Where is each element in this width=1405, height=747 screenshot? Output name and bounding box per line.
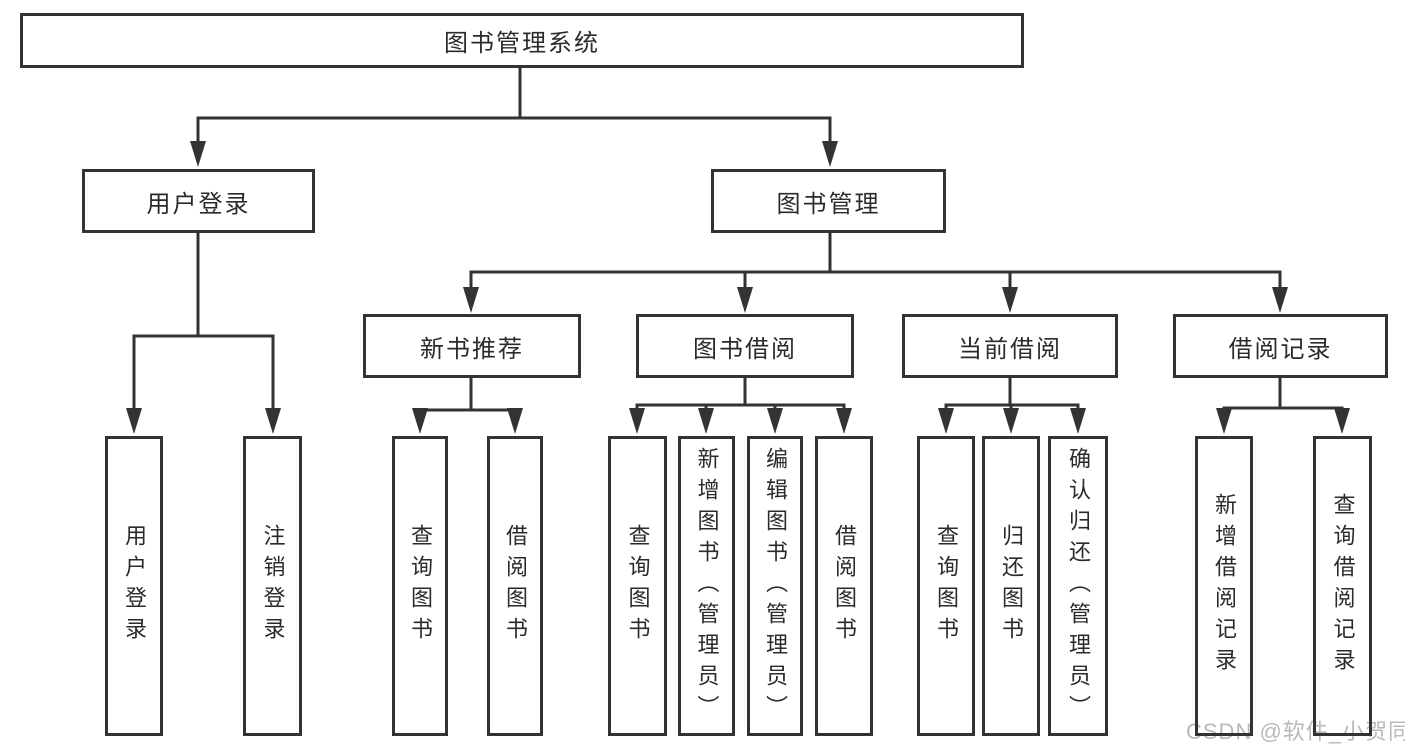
leaf-query-books-borrow: 查询图书 [608,436,667,736]
leaf-edit-books-label: 编辑图书（管理员） [763,446,788,726]
edge-current-borrow-to-leaves [938,375,1086,434]
node-root-label: 图书管理系统 [444,30,600,57]
arrowhead [463,287,479,313]
leaf-edit-books: 编辑图书（管理员） [747,436,803,736]
watermark: CSDN @软件_小贺同学 [1186,719,1405,744]
node-current-borrow-label: 当前借阅 [958,335,1062,363]
leaf-query-books-rec-label: 查询图书 [408,524,433,648]
edge-root-to-level2 [190,66,838,167]
leaf-user-login-label: 用户登录 [122,524,147,648]
leaf-query-borrow-record-label: 查询借阅记录 [1330,493,1356,679]
node-borrow-records-label: 借阅记录 [1228,335,1333,363]
leaf-return-books: 归还图书 [982,436,1040,736]
leaf-query-books-current: 查询图书 [917,436,975,736]
leaf-confirm-return-label: 确认归还（管理员） [1066,446,1091,726]
leaf-borrow-books-rec: 借阅图书 [487,436,543,736]
node-borrow-records: 借阅记录 [1173,314,1388,378]
node-new-book-rec: 新书推荐 [363,314,581,378]
node-user-login: 用户登录 [82,169,315,233]
arrowhead [265,408,281,434]
edge-book-borrow-to-leaves [629,375,852,434]
leaf-logout-label: 注销登录 [260,524,286,648]
node-book-mgmt: 图书管理 [711,169,946,233]
node-book-borrow: 图书借阅 [636,314,854,378]
arrowhead [507,408,523,434]
leaf-query-books-current-label: 查询图书 [934,524,959,648]
node-user-login-label: 用户登录 [146,190,251,218]
node-root: 图书管理系统 [20,13,1024,68]
leaf-add-books-label: 新增图书（管理员） [694,446,720,726]
node-book-borrow-label: 图书借阅 [693,335,797,363]
leaf-logout: 注销登录 [243,436,302,736]
arrowhead [1216,408,1232,434]
edge-user-login-to-leaves [126,231,281,434]
arrowhead [698,408,714,434]
arrowhead [938,408,954,434]
arrowhead [822,141,838,167]
leaf-query-books-borrow-label: 查询图书 [625,524,651,648]
edge-new-book-rec-to-leaves [412,375,523,434]
leaf-borrow-books-borrow-label: 借阅图书 [832,524,857,648]
arrowhead [190,141,206,167]
arrowhead [767,408,783,434]
leaf-add-borrow-record: 新增借阅记录 [1195,436,1253,736]
leaf-borrow-books-rec-label: 借阅图书 [503,524,528,648]
edge-book-mgmt-to-level3 [463,231,1288,313]
node-book-mgmt-label: 图书管理 [776,190,881,218]
arrowhead [412,408,428,434]
leaf-borrow-books-borrow: 借阅图书 [815,436,873,736]
leaf-query-borrow-record: 查询借阅记录 [1313,436,1372,736]
arrowhead [1003,408,1019,434]
edge-borrow-records-to-leaves [1216,375,1350,434]
arrowhead [1334,408,1350,434]
leaf-return-books-label: 归还图书 [999,524,1024,648]
arrowhead [1002,287,1018,313]
arrowhead [1272,287,1288,313]
node-current-borrow: 当前借阅 [902,314,1118,378]
leaf-add-borrow-record-label: 新增借阅记录 [1212,493,1237,679]
leaf-user-login: 用户登录 [105,436,163,736]
leaf-confirm-return: 确认归还（管理员） [1048,436,1108,736]
arrowhead [126,408,142,434]
arrowhead [836,408,852,434]
leaf-add-books: 新增图书（管理员） [678,436,735,736]
arrowhead [629,408,645,434]
leaf-query-books-rec: 查询图书 [392,436,448,736]
node-new-book-rec-label: 新书推荐 [420,335,524,363]
arrowhead [737,287,753,313]
arrowhead [1070,408,1086,434]
